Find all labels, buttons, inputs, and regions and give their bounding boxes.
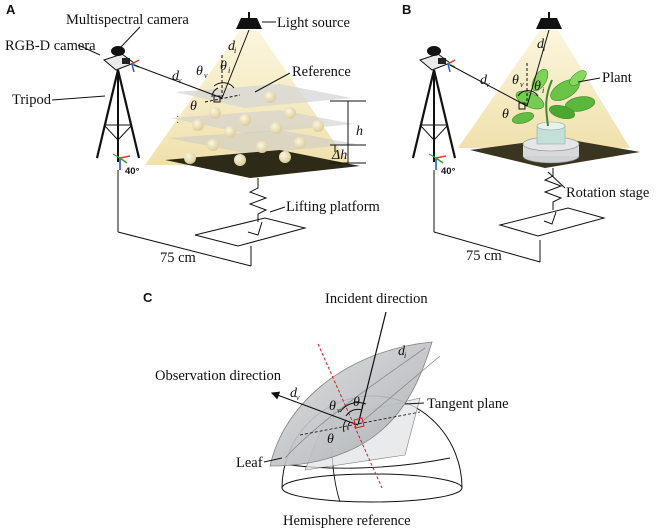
dv-label-b: d <box>480 73 488 88</box>
plant-label: Plant <box>602 70 632 86</box>
surface-normal-line <box>317 343 383 489</box>
tripod-angle-label-b: 40° <box>441 166 456 177</box>
panel-c-letter: C <box>143 290 153 305</box>
panel-c: C d i d v θ v θ i θ <box>143 290 509 529</box>
svg-text:v: v <box>204 71 208 80</box>
leaf-label: Leaf <box>236 455 263 471</box>
lamp-icon <box>236 18 262 29</box>
svg-text:i: i <box>543 44 545 53</box>
panel-b-letter: B <box>402 2 411 17</box>
lifting-platform-label: Lifting platform <box>286 199 381 215</box>
svg-text:i: i <box>404 351 406 360</box>
di-label-c: d <box>398 344 406 359</box>
tripod-angle-label-a: 40° <box>125 166 140 177</box>
view-line-a <box>133 64 223 99</box>
platform-top-a <box>165 150 360 178</box>
rotation-stage-base <box>498 207 606 237</box>
tangent-plane-label: Tangent plane <box>427 396 509 412</box>
svg-text:v: v <box>178 76 182 85</box>
view-line-b <box>449 64 528 107</box>
delta-h-label: Δh <box>331 148 347 163</box>
dv-label-c: d <box>290 386 298 401</box>
reference-label: Reference <box>292 64 351 80</box>
theta-v-label-a: θ <box>196 64 203 79</box>
tripod-label: Tripod <box>12 92 52 108</box>
distance-label-b: 75 cm <box>466 248 503 264</box>
tripod-a <box>95 69 141 162</box>
light-source-label: Light source <box>277 15 350 31</box>
panel-a-letter: A <box>6 2 16 17</box>
svg-text:v: v <box>520 80 524 89</box>
di-label-a: d <box>228 39 236 54</box>
rgbd-camera-label: RGB-D camera <box>5 38 96 54</box>
reference-spheres <box>184 91 324 166</box>
incident-direction-label: Incident direction <box>325 291 428 307</box>
observation-direction-label: Observation direction <box>155 368 282 384</box>
plant-icon <box>511 68 596 127</box>
theta-label-b: θ <box>502 107 509 122</box>
theta-label-a: θ <box>190 99 197 114</box>
svg-text:·: · <box>176 112 179 123</box>
lifting-base <box>194 217 307 247</box>
svg-text:i: i <box>234 46 236 55</box>
di-label-b: d <box>537 37 545 52</box>
theta-v-label-b: θ <box>512 73 519 88</box>
dv-label-a: d <box>172 69 180 84</box>
theta-label-c: θ <box>327 432 334 447</box>
rotation-stage-label: Rotation stage <box>566 185 649 201</box>
incident-line-b <box>526 29 550 107</box>
panel-a: A · · <box>5 2 381 267</box>
theta-i-label-b: θ <box>534 79 541 94</box>
svg-text:v: v <box>296 393 300 402</box>
observation-direction-line <box>270 391 359 426</box>
svg-text:i: i <box>361 402 363 411</box>
distance-label-a: 75 cm <box>160 250 197 266</box>
svg-text:i: i <box>228 66 230 75</box>
panel-b: B Plant Rotation stage <box>402 2 649 264</box>
incident-line-a <box>221 29 250 99</box>
svg-text:·: · <box>176 118 179 129</box>
multispectral-camera-icon <box>111 46 125 56</box>
incident-direction-line <box>357 311 387 426</box>
svg-text:v: v <box>486 80 490 89</box>
theta-v-label-c: θ <box>329 399 336 414</box>
orientation-glyph-a <box>112 153 131 170</box>
theta-i-label-a: θ <box>220 59 227 74</box>
svg-text:i: i <box>542 86 544 95</box>
multispectral-camera-label: Multispectral camera <box>66 12 189 28</box>
h-label: h <box>356 124 363 139</box>
theta-i-label-c: θ <box>353 395 360 410</box>
light-cone-b <box>458 30 630 148</box>
orientation-glyph-b <box>428 153 447 170</box>
svg-text:v: v <box>337 406 341 415</box>
lamp-icon-b <box>536 18 562 29</box>
tripod-b <box>411 69 457 162</box>
hemisphere-reference-label: Hemisphere reference <box>283 513 411 529</box>
lifting-spring <box>248 178 268 222</box>
camera-icon-b <box>427 46 441 56</box>
